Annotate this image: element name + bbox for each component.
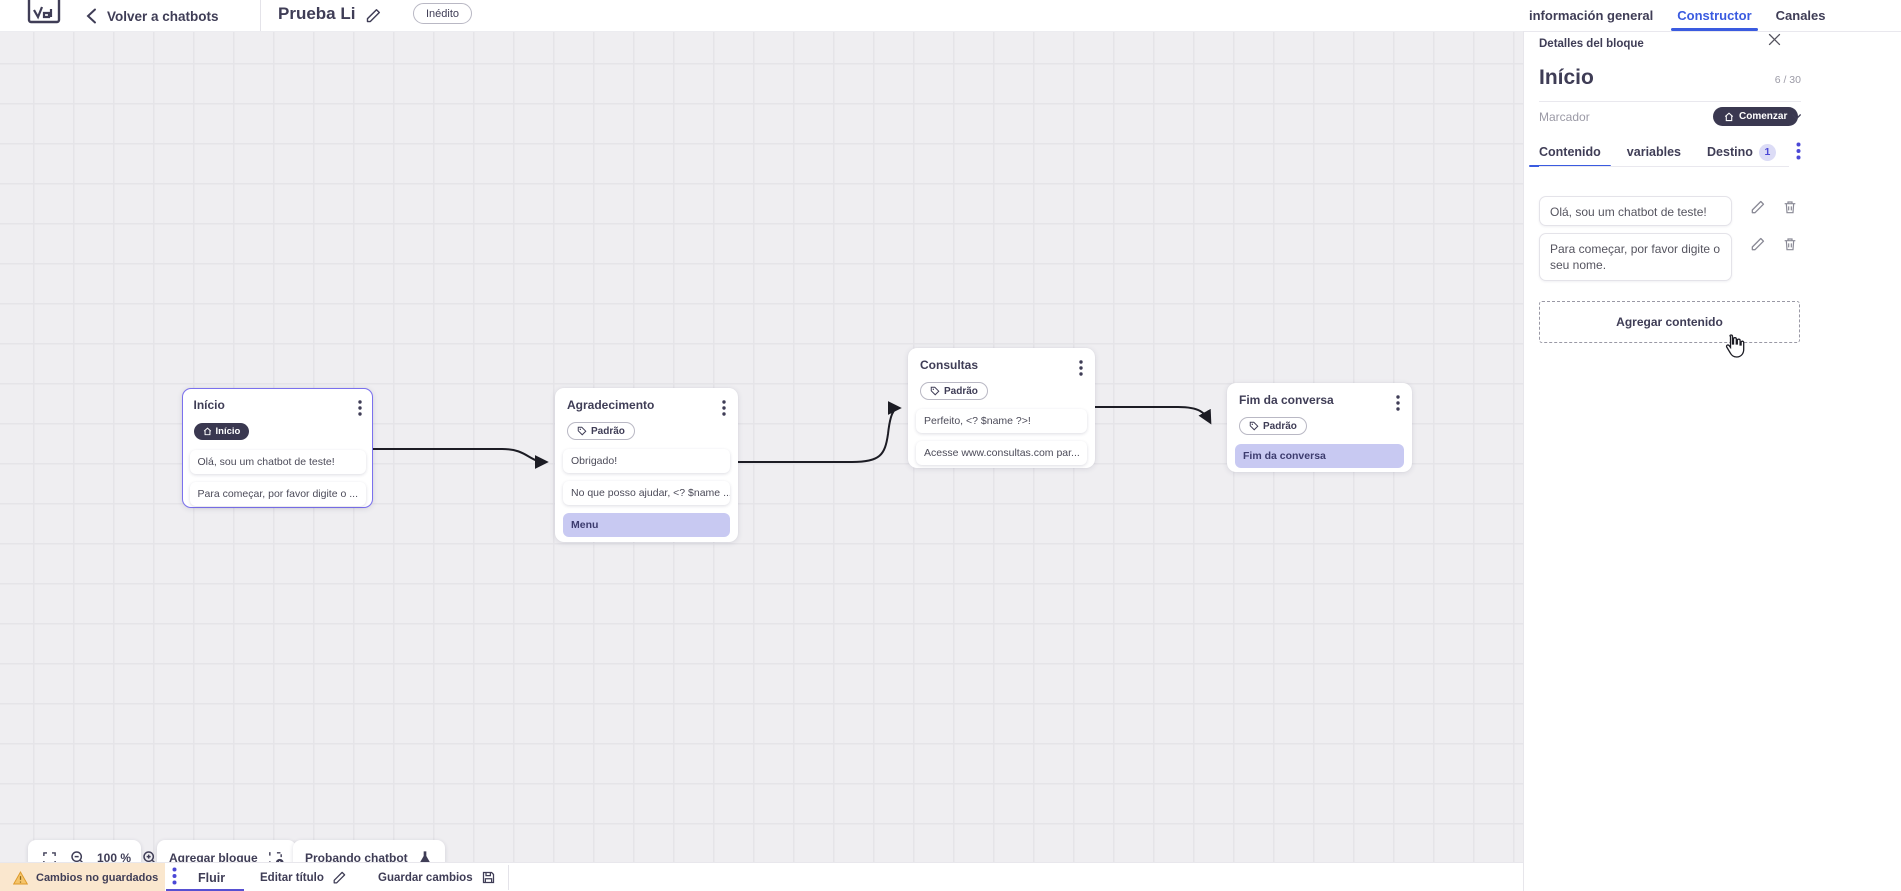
node-title: Agradecimento (567, 398, 655, 412)
flow-node-consultas[interactable]: Consultas Padrão Perfeito, <? $name ?>! … (908, 348, 1095, 468)
tag-icon (1249, 421, 1259, 431)
node-message[interactable]: No que posso ajudar, <? $name ... (563, 481, 730, 505)
flow-node-agradecimento[interactable]: Agradecimento Padrão Obrigado! No que po… (555, 388, 738, 542)
add-block-icon (267, 850, 284, 862)
home-icon (1724, 112, 1734, 122)
chevron-left-icon (86, 8, 97, 24)
node-menu-row[interactable]: Menu (563, 513, 730, 537)
unsaved-changes-chip: Cambios no guardados (0, 863, 165, 891)
node-menu-icon[interactable] (1077, 358, 1085, 378)
node-title: Início (193, 397, 225, 412)
default-marker-badge: Padrão (567, 422, 635, 440)
node-message[interactable]: Olá, sou um chatbot de teste! (189, 449, 366, 474)
tab-variables[interactable]: variables (1627, 138, 1681, 166)
node-message[interactable]: Acesse www.consultas.com par... (916, 441, 1087, 465)
node-end-row[interactable]: Fim da conversa (1235, 444, 1404, 468)
flow-canvas[interactable]: Início Início Olá, sou um chatbot de tes… (0, 32, 1523, 862)
marker-value-button[interactable]: Comenzar (1713, 107, 1799, 126)
node-menu-icon[interactable] (356, 398, 364, 418)
back-to-chatbots-button[interactable]: Volver a chatbots (86, 0, 219, 32)
edit-chatbot-title-icon[interactable] (363, 5, 384, 26)
edit-flow-title-button[interactable]: Editar título (260, 863, 347, 891)
content-message-2[interactable]: Para começar, por favor digite o seu nom… (1539, 233, 1732, 281)
node-message[interactable]: Perfeito, <? $name ?>! (916, 409, 1087, 433)
tab-fluir[interactable]: Fluir (166, 863, 244, 891)
active-tab-underline (166, 889, 244, 891)
tab-constructor[interactable]: Constructor (1671, 0, 1759, 31)
test-chatbot-button[interactable]: Probando chatbot (293, 840, 445, 862)
pencil-icon (332, 870, 347, 885)
content-message-1[interactable]: Olá, sou um chatbot de teste! (1539, 196, 1732, 226)
add-block-button[interactable]: Agregar bloque (157, 840, 296, 862)
node-message[interactable]: Para começar, por favor digite o ... (189, 481, 366, 506)
node-title: Fim da conversa (1239, 393, 1334, 407)
block-title: Início (1539, 66, 1594, 89)
delete-content-icon[interactable] (1782, 199, 1798, 215)
tab-contenido[interactable]: Contenido (1529, 138, 1611, 167)
marker-label: Marcador (1539, 110, 1590, 124)
block-details-panel: Detalles del bloque Início 6 / 30 Marcad… (1523, 0, 1901, 891)
app-logo-icon (27, 0, 63, 25)
block-counter: 6 / 30 (1774, 74, 1801, 86)
node-title: Consultas (920, 358, 979, 372)
default-marker-badge: Padrão (1239, 417, 1307, 435)
chatbot-title: Prueba Li (278, 4, 356, 23)
close-icon[interactable] (1767, 32, 1782, 47)
node-message[interactable]: Obrigado! (563, 449, 730, 473)
zoom-toolbar: 100 % (28, 840, 156, 862)
panel-menu-icon[interactable] (1796, 142, 1801, 160)
bottom-bar: Cambios no guardados Fluir Editar título… (0, 862, 1523, 891)
flow-node-inicio[interactable]: Início Início Olá, sou um chatbot de tes… (182, 388, 373, 508)
chevron-down-icon[interactable] (1790, 110, 1803, 123)
panel-header-label: Detalles del bloque (1539, 38, 1644, 50)
status-badge: Inédito (413, 3, 473, 24)
zoom-in-icon[interactable] (140, 848, 160, 862)
node-menu-icon[interactable] (1394, 393, 1402, 413)
default-marker-badge: Padrão (920, 382, 988, 400)
tab-informacion-general[interactable]: información general (1529, 0, 1653, 31)
flow-menu-icon[interactable] (172, 867, 177, 885)
zoom-out-icon[interactable] (68, 848, 88, 862)
connector-lines (373, 401, 1212, 469)
flask-icon (417, 850, 433, 862)
home-icon (203, 426, 212, 436)
start-marker-badge: Início (193, 422, 250, 440)
flow-node-fim-da-conversa[interactable]: Fim da conversa Padrão Fim da conversa (1227, 383, 1412, 472)
zoom-level: 100 % (97, 851, 132, 862)
tag-icon (930, 386, 940, 396)
destino-count-badge: 1 (1758, 143, 1776, 161)
save-changes-button[interactable]: Guardar cambios (378, 863, 496, 891)
back-label: Volver a chatbots (107, 8, 219, 24)
warning-icon (13, 870, 28, 885)
node-menu-icon[interactable] (720, 398, 728, 418)
add-content-button[interactable]: Agregar contenido (1539, 301, 1800, 343)
fit-screen-icon[interactable] (40, 849, 59, 862)
builder-top-tabs: información general Constructor Canales (1523, 0, 1901, 31)
divider (1539, 166, 1789, 167)
footer-divider (508, 865, 509, 890)
panel-divider (1524, 31, 1901, 32)
header-divider (260, 0, 261, 31)
tag-icon (577, 426, 587, 436)
edit-content-icon[interactable] (1750, 199, 1766, 215)
save-icon (481, 870, 496, 885)
edit-content-icon[interactable] (1750, 236, 1766, 252)
tab-canales[interactable]: Canales (1776, 0, 1826, 31)
divider (1539, 101, 1801, 102)
delete-content-icon[interactable] (1782, 236, 1798, 252)
top-bar: Volver a chatbots Prueba Li Inédito (0, 0, 1523, 32)
unsaved-changes-label: Cambios no guardados (36, 871, 159, 884)
